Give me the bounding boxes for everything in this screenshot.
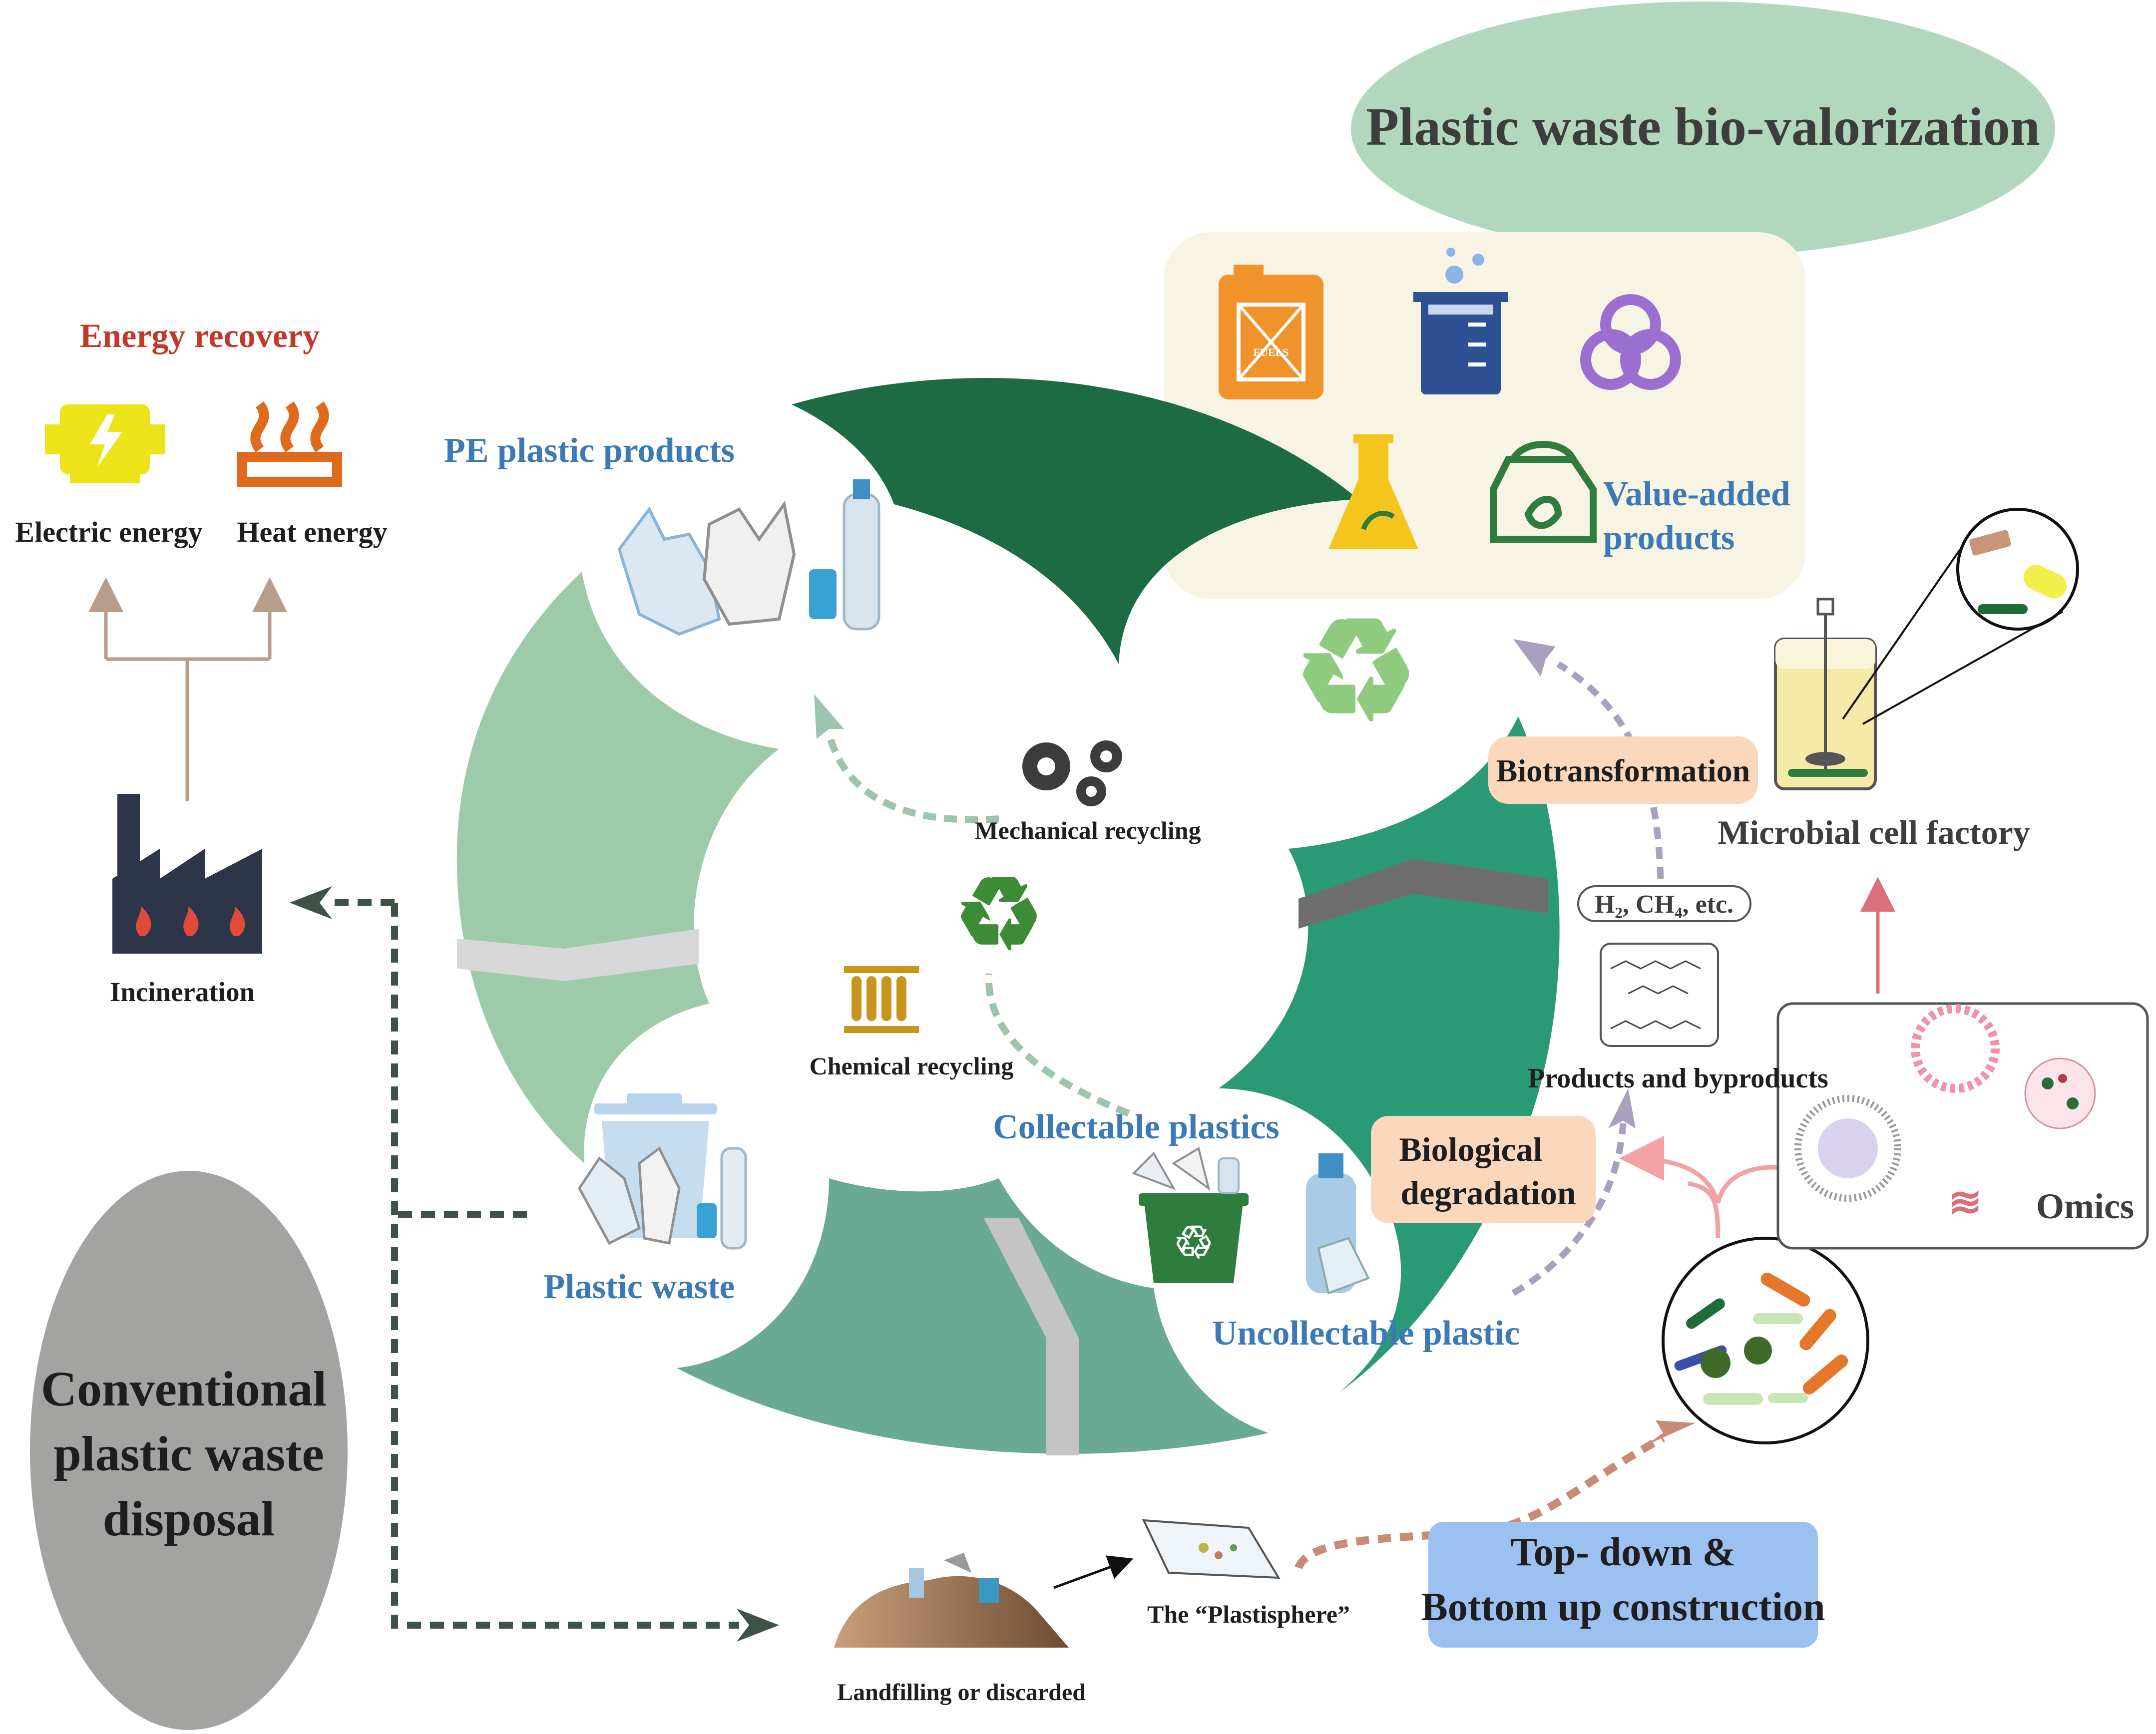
bottle-fragments-icon: [1306, 1153, 1370, 1295]
plastic-waste-bin-icon: [578, 1093, 747, 1250]
arc-top-dark: [792, 377, 1358, 664]
arc-bottom-mid: [677, 1178, 1269, 1454]
construction-box: [1428, 1522, 1818, 1648]
chevron-bottom: [984, 1218, 1079, 1455]
genome-ring-icon: [1911, 1004, 2000, 1093]
arrowhead-landfill: [737, 1609, 779, 1642]
landfill-label: Landfilling or discarded: [837, 1679, 1086, 1706]
svg-text:♲: ♲: [1174, 1219, 1214, 1268]
value-added-line1: Value-added: [1603, 475, 1790, 513]
generator-icon: [45, 404, 165, 483]
flask-plant-icon: [1328, 434, 1418, 549]
biotransformation-box: [1488, 736, 1758, 804]
collectable-plastics-label: Collectable plastics: [993, 1108, 1280, 1146]
chemical-recycling-arrow: [985, 973, 1130, 1117]
value-added-panel: [1164, 232, 1805, 599]
pink-arrows: [1619, 1136, 1788, 1239]
zoom-line-top: [1842, 548, 1961, 720]
plastisphere-label: The “Plastisphere”: [1147, 1600, 1350, 1628]
landfill-to-plastisphere-arrow: [1053, 1555, 1134, 1589]
leaf-recycle-icon: ♻: [1293, 594, 1418, 749]
conventional-title-line3: disposal: [103, 1491, 275, 1546]
uncollectable-plastic-label: Uncollectable plastic: [1212, 1314, 1520, 1353]
conventional-ellipse: [30, 1171, 348, 1730]
microbe-icons: [1674, 1273, 1848, 1405]
biological-degradation-line2: degradation: [1400, 1174, 1576, 1212]
products-byproducts-label: Products and byproducts: [1528, 1063, 1828, 1094]
plastic-waste-label: Plastic waste: [544, 1268, 735, 1306]
molecule-structures-icon: [1600, 943, 1719, 1047]
heat-icon: [237, 401, 342, 487]
green-recycle-icon: ♻: [954, 860, 1043, 971]
dna-icon: ≋: [1948, 1181, 1982, 1225]
fuel-can-icon: FUELS: [1219, 265, 1323, 399]
construction-line1: Top- down &: [1511, 1530, 1736, 1574]
fire-icons: [136, 906, 245, 936]
pe-products-label: PE plastic products: [444, 431, 735, 470]
gases-pill: [1577, 885, 1751, 922]
rolls-icon: [1580, 294, 1681, 390]
mechanical-recycling-label: Mechanical recycling: [974, 816, 1201, 844]
biotransformation-label: Biotransformation: [1496, 753, 1750, 788]
electric-energy-label: Electric energy: [15, 516, 202, 548]
cell-zoom-contents: [1969, 530, 2067, 614]
incineration-label: Incineration: [110, 977, 255, 1007]
zoom-line-bottom: [1862, 611, 2063, 725]
bioreactor-icon: [1774, 598, 1877, 790]
title-ellipse: [1351, 1, 2055, 256]
value-added-line2: products: [1603, 519, 1734, 557]
conventional-title-line2: plastic waste: [53, 1426, 324, 1481]
recycling-cycle: [456, 377, 1560, 1455]
arrowhead-incineration: [290, 886, 332, 919]
landfill-icon: [834, 1553, 1069, 1648]
chevron-right: [1298, 859, 1548, 929]
plastisphere-icon: [1142, 1519, 1281, 1579]
test-tubes-icon: [844, 966, 919, 1033]
arc-right-teal: [1219, 716, 1560, 1393]
biological-degradation-box: [1371, 1116, 1596, 1223]
construction-line2: Bottom up construction: [1421, 1585, 1825, 1629]
energy-arrows: [88, 577, 287, 801]
microbial-cell-factory-label: Microbial cell factory: [1718, 813, 2030, 851]
mechanical-recycling-arrow: [826, 733, 999, 823]
arrowhead-microbes: [1646, 1420, 1696, 1445]
disposal-arrows: [330, 899, 739, 1629]
seed-bag-icon: [1490, 441, 1597, 543]
biotransformation-arrow: [1556, 661, 1664, 879]
chevron-left: [457, 929, 699, 981]
recycle-bin-icon: ♲: [1132, 1146, 1249, 1283]
gears-icon: [1022, 740, 1122, 806]
energy-title: Energy recovery: [80, 317, 320, 354]
svg-text:FUELS: FUELS: [1254, 346, 1289, 358]
arrowhead-pe-products: [814, 694, 844, 739]
degradation-arrow: [1511, 1123, 1627, 1296]
arrowhead-products: [1608, 1088, 1636, 1128]
biological-degradation-line1: Biological: [1399, 1130, 1542, 1168]
conventional-title-line1: Conventional: [41, 1361, 327, 1416]
pe-products-icon: [617, 479, 880, 636]
arc-left-light: [456, 572, 779, 1163]
gases-label: H₂, CH₄, etc.: [1595, 890, 1733, 919]
main-title: Plastic waste bio-valorization: [1366, 97, 2040, 157]
network-icon: [2024, 1057, 2096, 1129]
heat-energy-label: Heat energy: [237, 516, 387, 548]
chemical-recycling-label: Chemical recycling: [810, 1052, 1014, 1080]
circos-plot-icon: [1794, 1095, 1901, 1202]
arrowhead-value-added: [1513, 639, 1556, 677]
beaker-icon: [1413, 248, 1508, 394]
omics-label: Omics: [2036, 1186, 2134, 1226]
